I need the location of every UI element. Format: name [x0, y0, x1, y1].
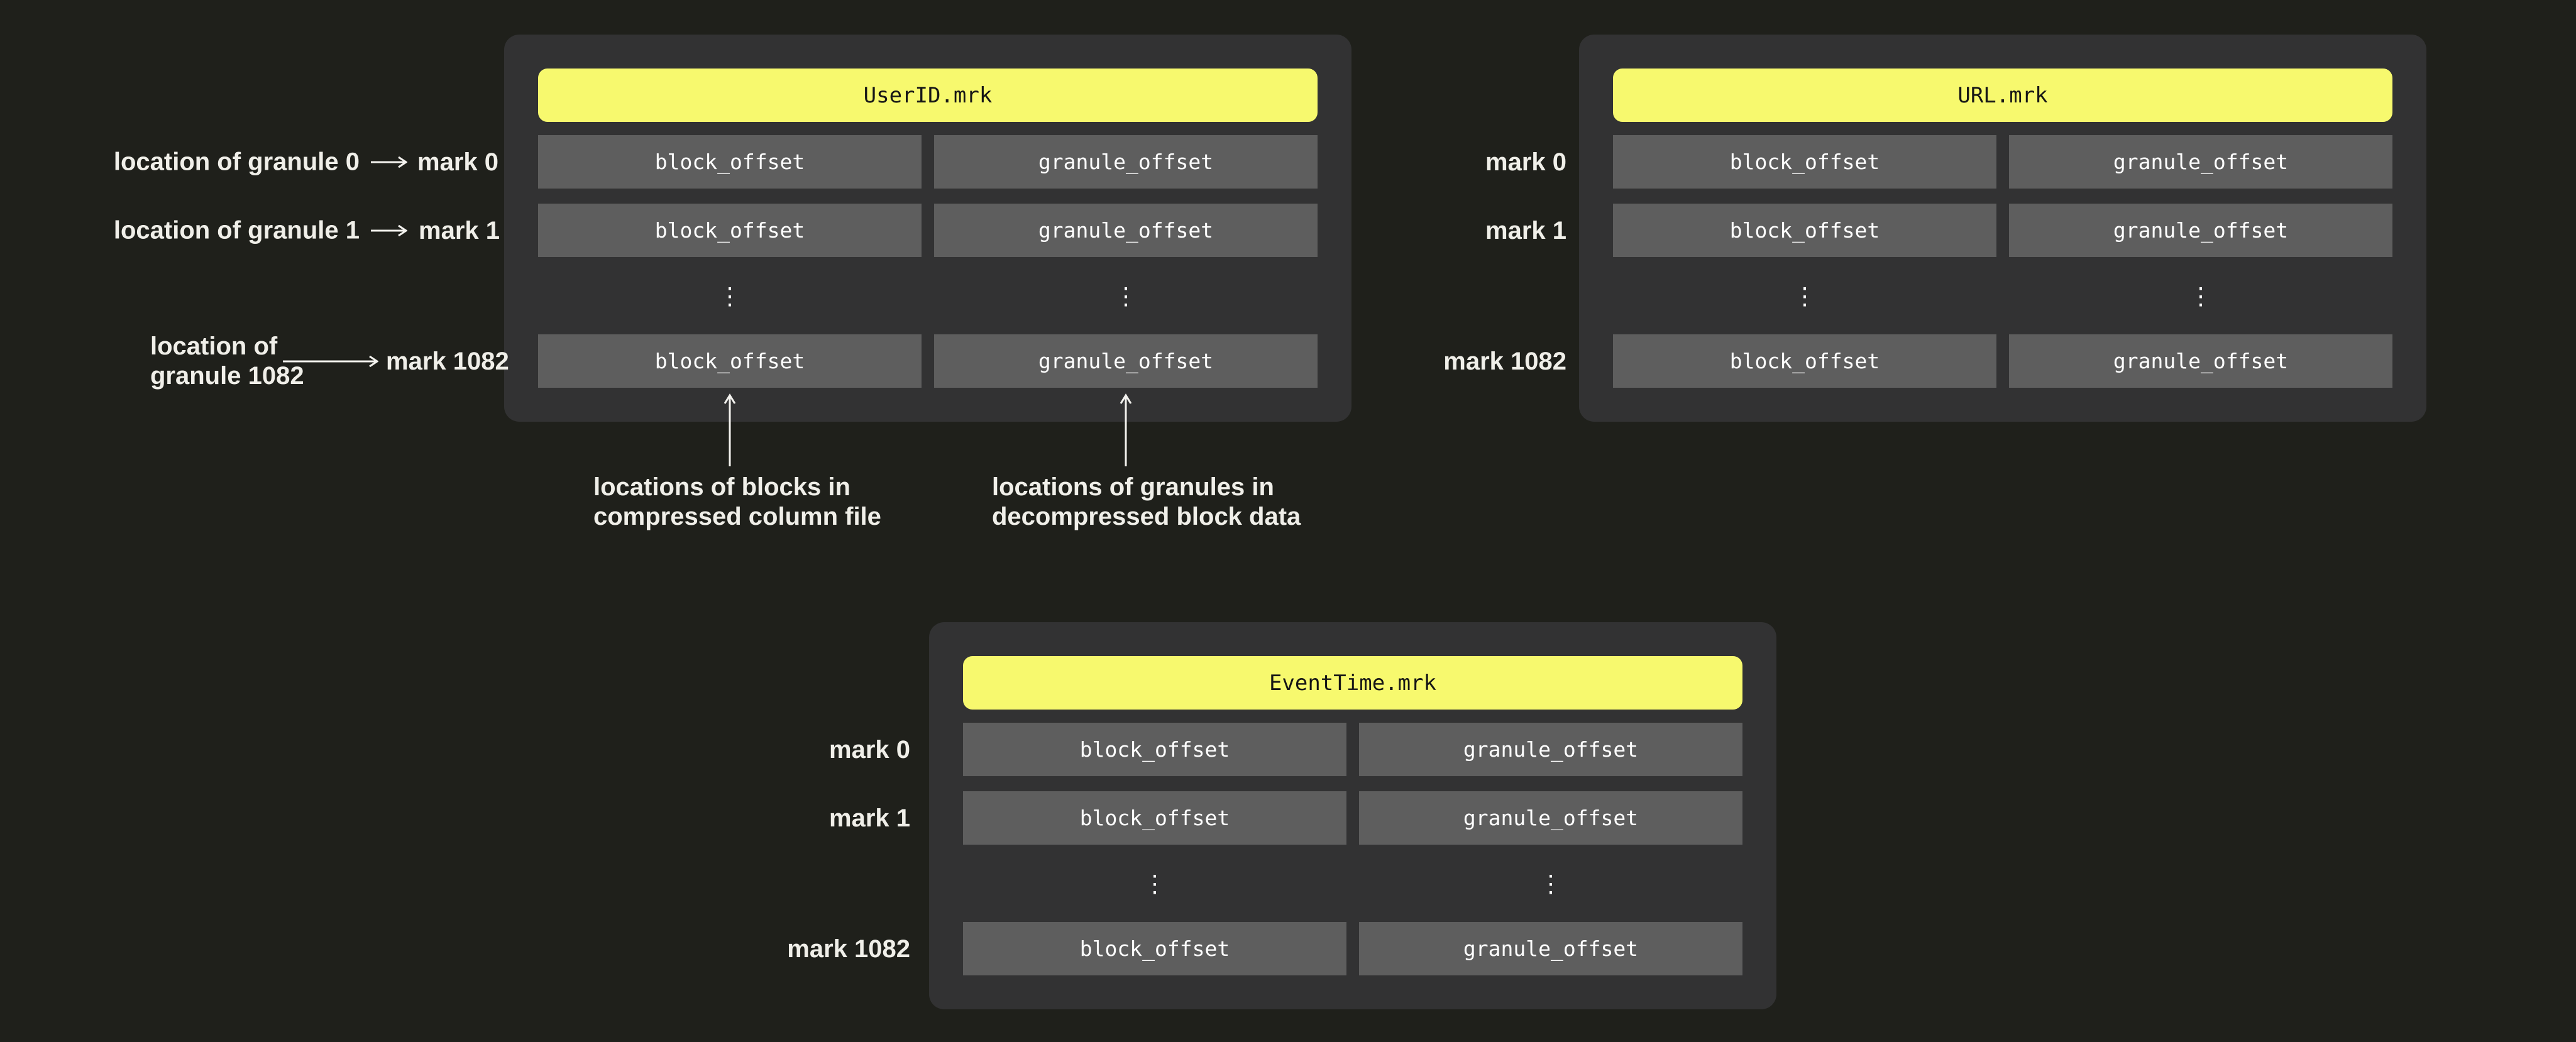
granule1082-location-line2: granule 1082 [150, 362, 304, 390]
vertical-ellipsis-icon: ⋮ [718, 282, 742, 310]
mark-row: block_offset granule_offset [538, 334, 1318, 388]
granules-location-note-line1: locations of granules in [992, 473, 1274, 501]
arrow-right-icon [371, 155, 407, 170]
granules-location-note-line2: decompressed block data [992, 503, 1301, 530]
mark-row: block_offset granule_offset [538, 204, 1318, 257]
block-offset-cell: block_offset [538, 334, 922, 388]
vertical-ellipsis-icon: ⋮ [2189, 282, 2213, 310]
mark-1082-label: mark 1082 [1443, 348, 1566, 375]
granule1082-location-label: location of granule 1082 [150, 332, 304, 391]
block-offset-cell: block_offset [963, 791, 1346, 845]
panel-userid-mrk: UserID.mrk block_offset granule_offset b… [504, 35, 1351, 422]
block-offset-cell: block_offset [963, 922, 1346, 975]
vertical-ellipsis-icon: ⋮ [1539, 870, 1563, 897]
arrow-up-icon [1118, 393, 1133, 468]
mrk-file-header-eventtime: EventTime.mrk [963, 656, 1742, 710]
granule-offset-cell: granule_offset [1359, 791, 1742, 845]
ellipsis-row: ⋮ ⋮ [1613, 257, 2392, 335]
mark-row: block_offset granule_offset [1613, 135, 2392, 189]
panel-eventtime-mrk: EventTime.mrk block_offset granule_offse… [929, 622, 1776, 1009]
mark-row: block_offset granule_offset [1613, 334, 2392, 388]
mrk-file-title: URL.mrk [1957, 82, 2048, 108]
block-offset-cell: block_offset [963, 723, 1346, 776]
mark-1-label: mark 1 [1485, 217, 1566, 244]
granule-offset-cell: granule_offset [1359, 723, 1742, 776]
block-offset-cell: block_offset [1613, 204, 1996, 257]
arrow-up-icon [722, 393, 737, 468]
mrk-file-title: UserID.mrk [863, 82, 993, 108]
granule1082-location-line1: location of [150, 332, 278, 360]
vertical-ellipsis-icon: ⋮ [1143, 870, 1167, 897]
mark-row: block_offset granule_offset [963, 922, 1742, 975]
granule-offset-cell: granule_offset [2009, 135, 2392, 189]
mark-0-label: mark 0 [1485, 148, 1566, 176]
block-offset-cell: block_offset [1613, 135, 1996, 189]
granule-offset-cell: granule_offset [2009, 334, 2392, 388]
granule-offset-cell: granule_offset [2009, 204, 2392, 257]
mark-1-label: mark 1 [829, 804, 910, 832]
mark-1082-label: mark 1082 [787, 935, 910, 963]
mark-row: block_offset granule_offset [538, 135, 1318, 189]
mark-row: block_offset granule_offset [963, 723, 1742, 776]
vertical-ellipsis-icon: ⋮ [1114, 282, 1138, 310]
block-offset-cell: block_offset [538, 204, 922, 257]
panel-url-mrk: URL.mrk block_offset granule_offset bloc… [1579, 35, 2426, 422]
blocks-location-note-line2: compressed column file [593, 503, 881, 530]
mrk-file-header-url: URL.mrk [1613, 69, 2392, 122]
granule-offset-cell: granule_offset [934, 204, 1318, 257]
arrow-right-icon [283, 354, 378, 369]
mark-row: block_offset granule_offset [963, 791, 1742, 845]
arrow-right-icon [371, 223, 407, 238]
blocks-location-note-line1: locations of blocks in [593, 473, 850, 501]
mark-1082-label: mark 1082 [386, 348, 509, 375]
mrk-file-title: EventTime.mrk [1269, 670, 1437, 696]
mark-0-label: mark 0 [829, 736, 910, 764]
granule-offset-cell: granule_offset [934, 135, 1318, 189]
mark-1-label: mark 1 [419, 217, 500, 244]
granule0-location-label: location of granule 0 [113, 148, 360, 176]
ellipsis-row: ⋮ ⋮ [963, 845, 1742, 923]
vertical-ellipsis-icon: ⋮ [1793, 282, 1817, 310]
mrk-file-header-userid: UserID.mrk [538, 69, 1318, 122]
granule-offset-cell: granule_offset [1359, 922, 1742, 975]
granule-offset-cell: granule_offset [934, 334, 1318, 388]
blocks-location-note: locations of blocks in compressed column… [593, 473, 881, 532]
mark-0-label: mark 0 [417, 148, 498, 176]
block-offset-cell: block_offset [1613, 334, 1996, 388]
ellipsis-row: ⋮ ⋮ [538, 257, 1318, 335]
granule1-location-label: location of granule 1 [113, 216, 360, 244]
mark-row: block_offset granule_offset [1613, 204, 2392, 257]
granules-location-note: locations of granules in decompressed bl… [992, 473, 1301, 532]
block-offset-cell: block_offset [538, 135, 922, 189]
